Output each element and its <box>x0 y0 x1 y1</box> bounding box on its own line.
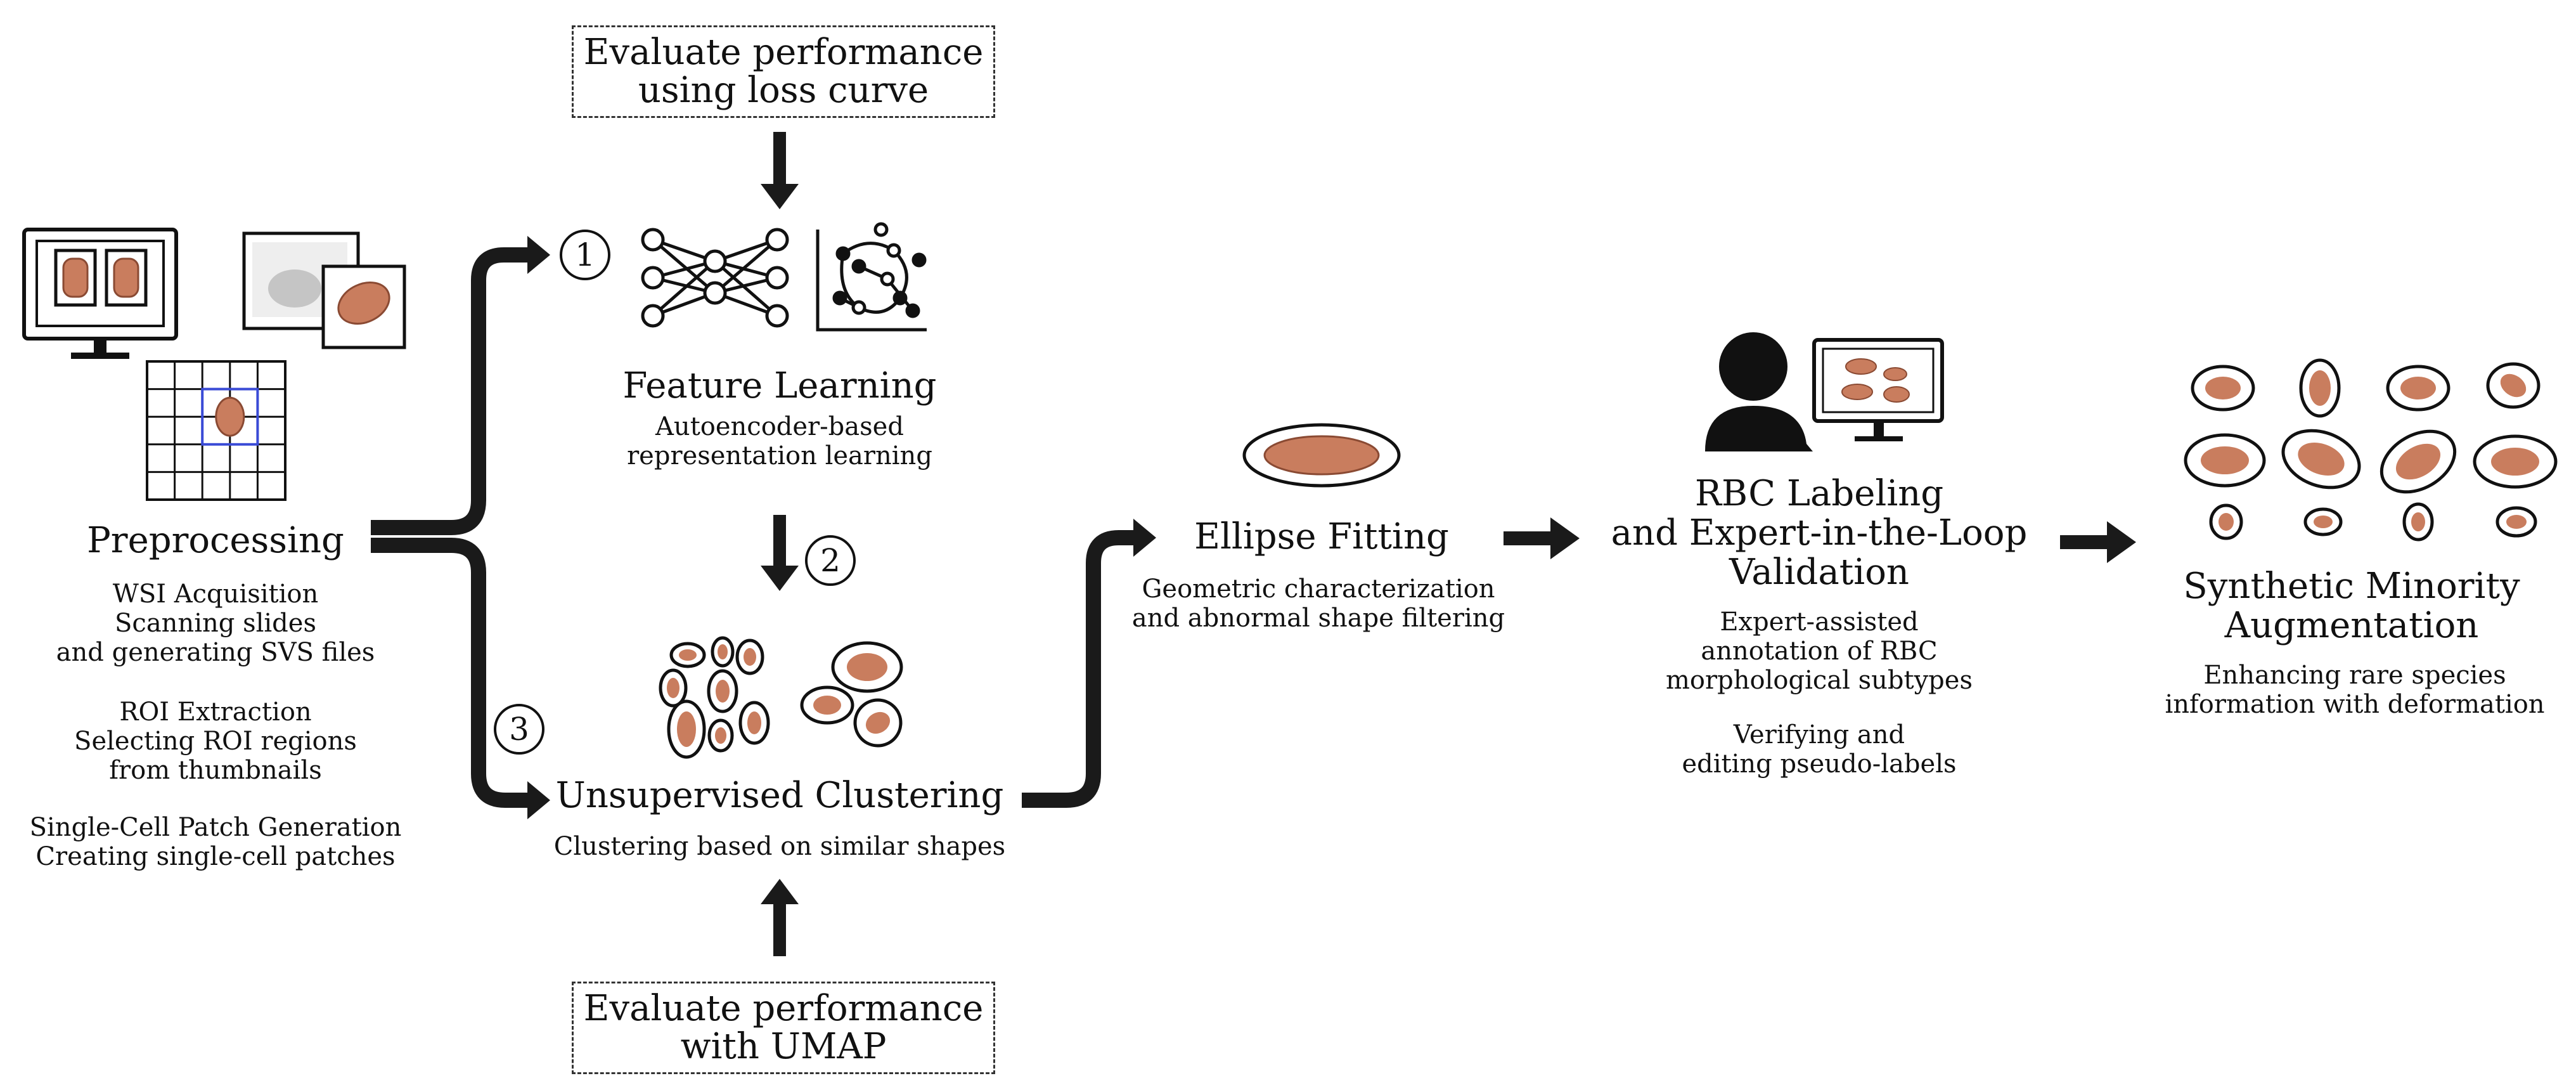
feature-learning-title: Feature Learning <box>622 365 937 406</box>
clustering-title: Unsupervised Clustering <box>555 775 1004 816</box>
arrow-head-to-clustering <box>527 781 550 819</box>
expert-user-icon <box>1705 332 1813 451</box>
arrow-head-to-feature <box>527 236 550 274</box>
clustered-cells-icon <box>659 636 903 759</box>
patch-grid-icon <box>146 360 287 501</box>
latent-graph-icon <box>816 222 927 332</box>
clustering-subtitle: Clustering based on similar shapes <box>553 832 1006 861</box>
eval-umap-box: Evaluate performance with UMAP <box>572 982 995 1074</box>
arrow-to-ellipse <box>1022 530 1135 808</box>
vertical-arrows <box>761 132 799 956</box>
rbc-labeling-verify-text: Verifying and editing pseudo-labels <box>1682 720 1957 779</box>
preprocessing-patch-text: Single-Cell Patch Generation Creating si… <box>29 813 402 871</box>
augmentation-subtitle: Enhancing rare species information with … <box>2165 661 2545 719</box>
eval-loss-curve-box: Evaluate performance using loss curve <box>572 25 995 118</box>
rbc-labeling-title: RBC Labeling and Expert-in-the-Loop Vali… <box>1611 473 2028 593</box>
preprocessing-title: Preprocessing <box>87 520 344 561</box>
arrow-head-to-ellipse <box>1133 519 1156 557</box>
forward-arrows <box>1504 517 2136 563</box>
preprocessing-roi-text: ROI Extraction Selecting ROI regions fro… <box>74 697 357 785</box>
step-3-marker: 3 <box>494 704 544 755</box>
augmented-cells-icon <box>2184 358 2558 542</box>
step-2-marker: 2 <box>805 535 856 586</box>
ellipse-fitting-subtitle: Geometric characterization and abnormal … <box>1131 574 1505 633</box>
preprocessing-wsi-text: WSI Acquisition Scanning slides and gene… <box>56 580 375 667</box>
labeling-monitor-icon <box>1812 338 1944 441</box>
monitor-icon <box>22 228 178 359</box>
thumbnail-icon <box>242 231 406 349</box>
split-arrows <box>371 247 529 808</box>
feature-learning-subtitle: Autoencoder-based representation learnin… <box>627 412 932 470</box>
neural-network-icon <box>641 228 789 328</box>
step-1-marker: 1 <box>560 230 610 280</box>
ellipse-fitting-title: Ellipse Fitting <box>1194 516 1449 557</box>
augmentation-title: Synthetic Minority Augmentation <box>2183 566 2520 646</box>
rbc-labeling-annotation-text: Expert-assisted annotation of RBC morpho… <box>1666 607 1973 695</box>
ellipse-fit-icon <box>1242 423 1401 488</box>
